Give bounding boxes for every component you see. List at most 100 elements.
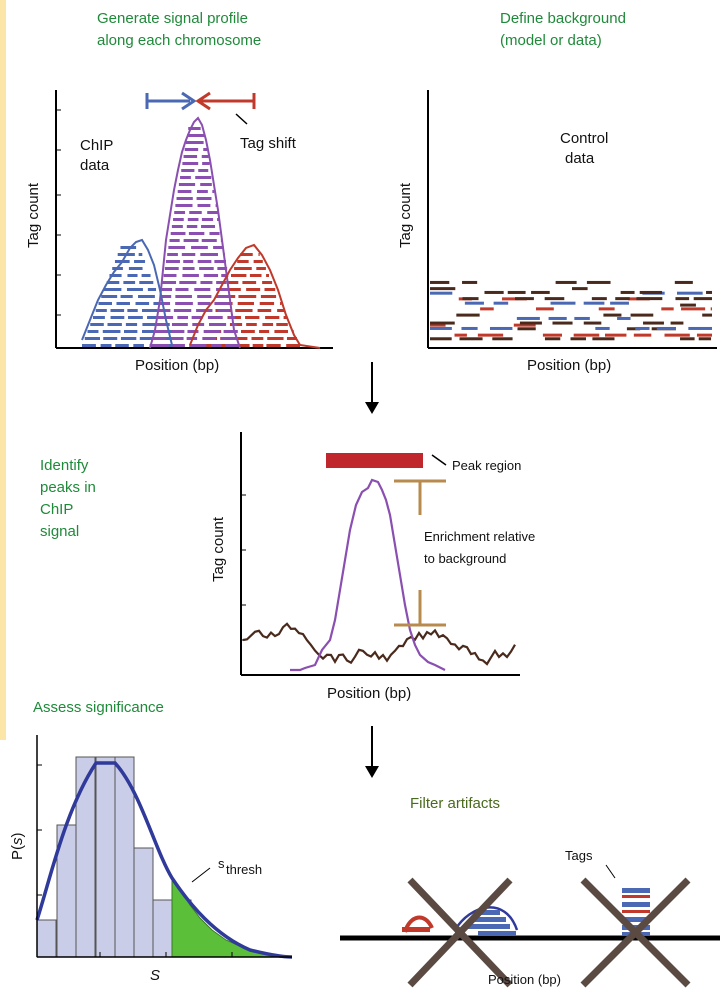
- chip-blue-tag: [138, 295, 155, 298]
- tag-shift-leader: [235, 113, 248, 125]
- threshold-tail-area: [171, 876, 291, 958]
- chip-blue-tag: [107, 323, 122, 326]
- chip-blue-tag: [95, 309, 107, 312]
- chip-purple-tag: [155, 323, 169, 326]
- step-identify-line3: ChIP: [40, 501, 73, 518]
- artifact1-red-tag: [402, 927, 430, 932]
- chip-purple-tag: [191, 316, 203, 319]
- step-identify-line4: signal: [40, 523, 79, 540]
- step-identify-line2: peaks in: [40, 479, 96, 496]
- chip-blue-tag: [106, 281, 120, 284]
- chip-purple-tag: [207, 211, 218, 214]
- control-tag: [635, 326, 650, 330]
- chip-red-tag: [256, 267, 266, 270]
- step-filter: Filter artifacts: [410, 795, 500, 812]
- chip-red-tag: [286, 337, 297, 340]
- control-tag: [462, 280, 478, 284]
- control-tag: [620, 290, 635, 294]
- histogram-bar: [133, 847, 154, 958]
- chip-purple-tag: [216, 288, 230, 291]
- control-tag: [542, 333, 562, 337]
- chip-purple-tag: [181, 169, 195, 172]
- margin-strip: [0, 0, 6, 600]
- control-tag: [604, 333, 627, 337]
- chip-purple-tag: [200, 253, 218, 256]
- chip-purple-tag: [225, 344, 240, 347]
- chip-purple-tag: [175, 204, 193, 207]
- chip-purple-tag: [152, 344, 169, 347]
- chip-purple-tag: [170, 337, 184, 340]
- control-tag: [456, 313, 480, 317]
- control-tag: [544, 297, 565, 301]
- chip-red-tag: [230, 274, 247, 277]
- peak-y-label: Tag count: [210, 516, 227, 582]
- chip-red-tag: [224, 288, 241, 291]
- chip-purple-tag: [217, 267, 228, 270]
- margin-strip-lower: [0, 600, 6, 740]
- histogram-bar: [75, 756, 96, 958]
- chip-purple-tag: [200, 183, 212, 186]
- control-tag: [459, 337, 483, 341]
- chip-purple-tag: [217, 218, 219, 221]
- chip-purple-tag: [154, 330, 168, 333]
- arrow-right-icon: [181, 91, 197, 111]
- arrow-down-icon-2: [365, 766, 379, 778]
- control-tag: [519, 321, 542, 325]
- chip-purple-tag: [159, 302, 171, 305]
- chip-purple-tag: [170, 232, 186, 235]
- chip-red-tag: [253, 260, 263, 263]
- chip-purple-tag: [203, 330, 221, 333]
- arrow-down-icon: [365, 402, 379, 414]
- chip-red-tag: [286, 344, 300, 347]
- chip-purple-tag: [169, 239, 180, 242]
- control-tag: [674, 280, 693, 284]
- chip-purple-tag: [214, 302, 229, 305]
- chip-purple-tag: [217, 309, 230, 312]
- peak-region-leader: [431, 454, 447, 466]
- control-tag: [536, 307, 554, 311]
- chip-purple-tag: [171, 225, 183, 228]
- chip-blue-tag: [82, 344, 96, 347]
- chip-purple-tag: [162, 281, 177, 284]
- chip-red-tag: [241, 330, 255, 333]
- chip-blue-tag: [87, 330, 99, 333]
- chip-label-line2: data: [80, 157, 110, 174]
- chip-blue-tag: [139, 281, 154, 284]
- control-tag: [513, 323, 536, 327]
- chip-purple-tag: [187, 218, 199, 221]
- chip-purple-tag: [214, 260, 226, 263]
- chip-red-tag: [242, 281, 257, 284]
- chip-red-tag: [274, 330, 289, 333]
- chip-red-tag: [236, 337, 248, 340]
- control-tag: [592, 337, 615, 341]
- sig-y-label-s: s: [9, 837, 26, 845]
- chip-blue-tag: [138, 253, 143, 256]
- chip-blue-tag: [102, 330, 121, 333]
- chip-blue-tag: [92, 316, 105, 319]
- control-tag: [548, 316, 567, 320]
- step-background-line1: Define background: [500, 10, 626, 27]
- control-tag: [570, 337, 586, 341]
- chip-red-tag: [235, 309, 253, 312]
- control-tag: [430, 287, 456, 291]
- chip-blue-tag: [127, 274, 138, 277]
- chip-purple-tag: [215, 204, 217, 207]
- control-tag: [544, 337, 561, 341]
- control-tag: [502, 297, 527, 301]
- chip-red-tag: [200, 344, 216, 347]
- chip-purple-tag: [213, 246, 224, 249]
- chip-x-label: Position (bp): [135, 357, 219, 374]
- artifact1-cross-icon: [407, 877, 513, 988]
- chip-purple-tag: [184, 148, 199, 151]
- chip-purple-tag: [160, 295, 172, 298]
- chip-purple-tag: [212, 190, 215, 193]
- chip-blue-tag: [110, 309, 125, 312]
- control-tag-reads: [430, 280, 712, 341]
- enrichment-label-line2: to background: [424, 551, 506, 566]
- control-tag: [680, 337, 695, 341]
- chip-blue-tag: [103, 288, 122, 291]
- chip-red-tag: [280, 302, 282, 305]
- chip-red-tag: [252, 344, 264, 347]
- flow-arrow-2: [365, 726, 379, 778]
